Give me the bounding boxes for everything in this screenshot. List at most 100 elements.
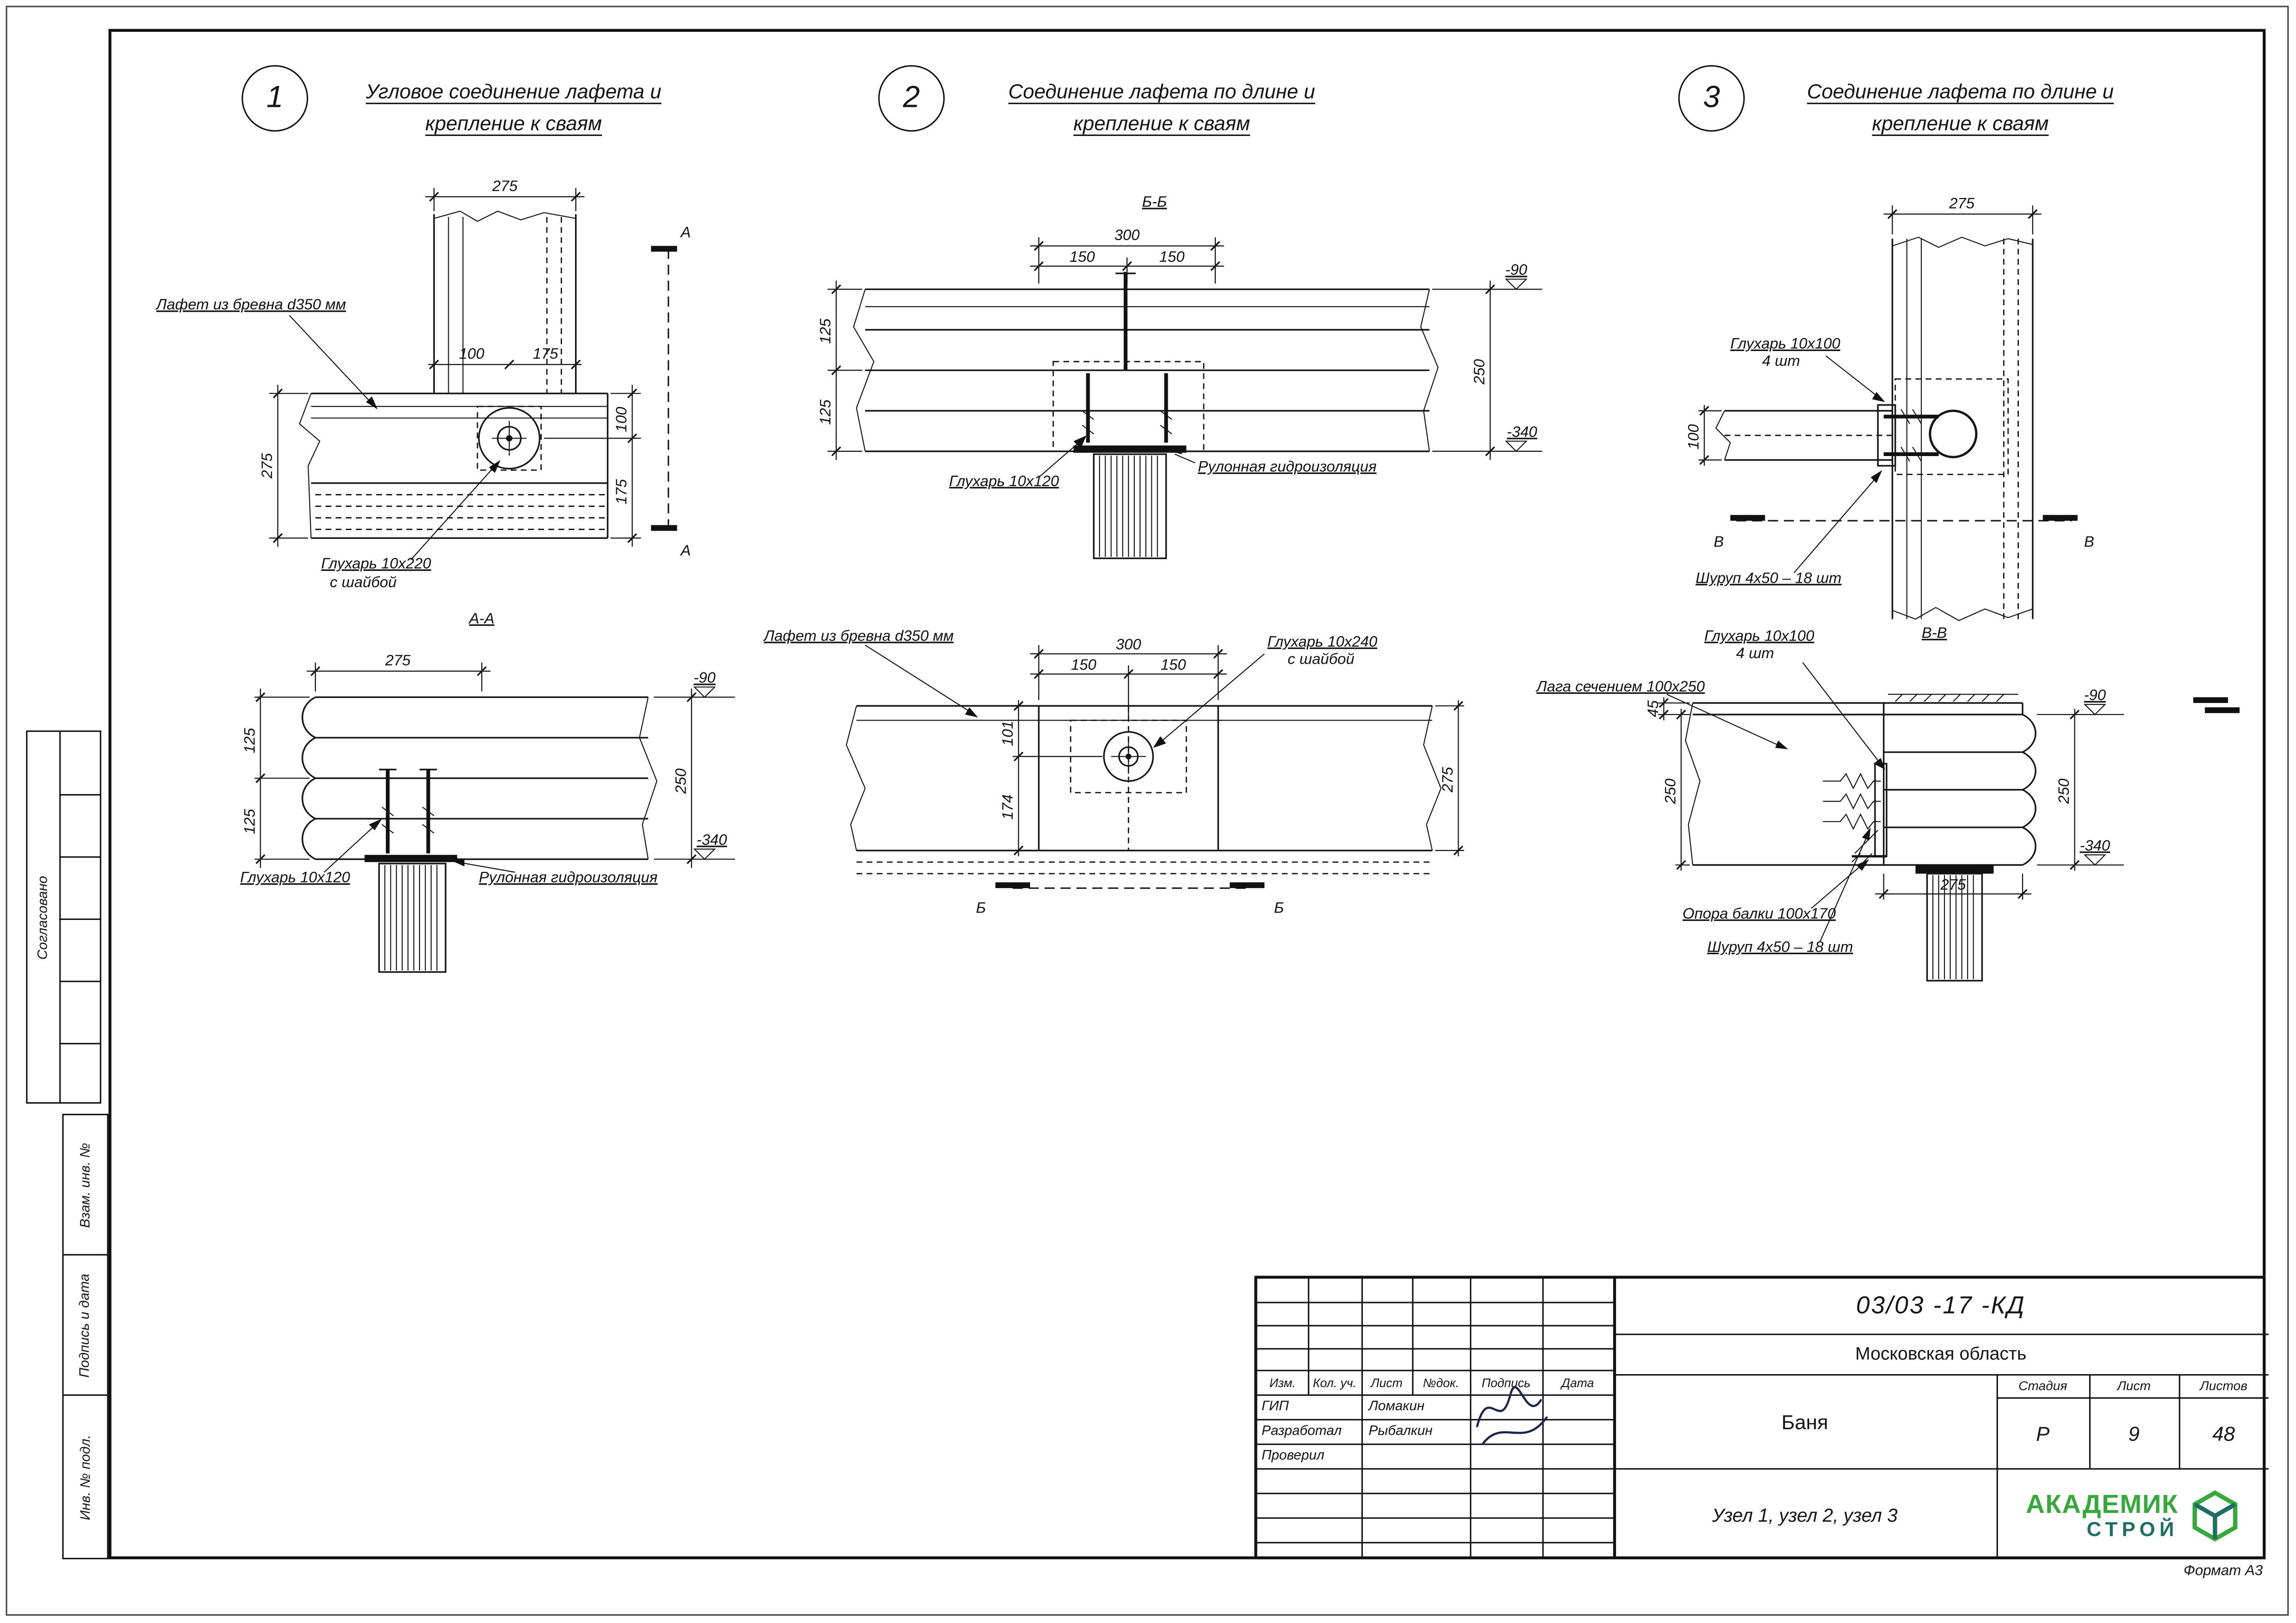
stage-value: Р (2036, 1421, 2050, 1444)
detail1-number-bubble: 1 (241, 65, 309, 132)
detail2-section-bb: Б-Б 300 150 150 125 125 -90 250 -340 (817, 193, 1542, 559)
name-checker (1364, 1444, 1470, 1468)
col-sign: Подпись (1481, 1375, 1531, 1389)
detail2-title-line2: крепление к сваям (1073, 112, 1250, 136)
section-letter: В (2084, 533, 2094, 550)
dim-label: 174 (999, 795, 1016, 820)
format-label: Формат А3 (2183, 1563, 2263, 1580)
dim-label: 275 (1940, 876, 1966, 893)
section-letter: А (680, 223, 691, 241)
detail2-title-line1: Соединение лафета по длине и (1008, 80, 1315, 103)
leader-label: Глухарь 10х100 (1730, 335, 1840, 352)
dim-label: 150 (1070, 248, 1095, 265)
approved-label-cell: Согласовано (27, 732, 59, 1102)
role-developer: Разработал (1262, 1423, 1342, 1439)
sign-date-box: Подпись и дата (62, 1254, 109, 1396)
dim-label: 125 (241, 808, 258, 834)
role-gip: ГИП (1262, 1399, 1289, 1415)
dim-label: 150 (1159, 248, 1185, 265)
leader-label: с шайбой (1287, 650, 1354, 667)
dim-label: 150 (1161, 656, 1186, 673)
leader-label: Глухарь 10х120 (949, 472, 1059, 489)
leader-label: 4 шт (1736, 644, 1774, 661)
role-checker: Проверил (1262, 1448, 1324, 1464)
level-label: -90 (1505, 261, 1527, 278)
col-list: Лист (1371, 1375, 1403, 1389)
vzam-inv-label: Взам. инв. № (77, 1142, 93, 1228)
dim-label: 100 (613, 407, 630, 432)
sheet-outer-border (6, 6, 2289, 1616)
detail3-number-bubble: 3 (1678, 65, 1745, 132)
view-title: В-В (1922, 624, 1947, 641)
company-logo: АКАДЕМИК СТРОЙ (2026, 1486, 2239, 1544)
dim-label: 45 (1644, 700, 1661, 717)
approval-stamp-table: Согласовано (26, 730, 101, 1104)
detail3-title-line2: крепление к сваям (1872, 112, 2049, 136)
dim-label: 250 (2055, 778, 2072, 804)
detail1-title-line1: Угловое соединение лафета и (365, 80, 662, 103)
leader-label: с шайбой (330, 574, 396, 591)
dim-label: 250 (1471, 359, 1488, 385)
sheet-frame (108, 29, 2266, 1560)
detail2-plan-view: 300 150 150 101 174 275 Лафет из бревна … (763, 627, 1464, 916)
dim-label: 300 (1114, 226, 1140, 243)
leader-label: Глухарь 10х240 (1268, 633, 1378, 650)
dim-label: 275 (385, 652, 411, 669)
leader-label: Лафет из бревна d350 мм (763, 627, 953, 644)
sheet-title: Узел 1, узел 2, узел 3 (1712, 1504, 1898, 1526)
object-name: Баня (1781, 1409, 1828, 1433)
dim-label: 175 (613, 479, 630, 505)
leader-label: 4 шт (1762, 352, 1800, 369)
detail1-section-aa: А-А 275 125 125 -90 250 -340 Глу (240, 610, 735, 973)
section-letter: А (680, 542, 691, 559)
level-label: -340 (2079, 837, 2110, 854)
logo-cube-icon (2192, 1489, 2237, 1541)
revision-marks (2193, 697, 2240, 713)
name-developer: Рыбалкин (1368, 1423, 1433, 1439)
detail3-title-line1: Соединение лафета по длине и (1807, 80, 2114, 103)
dim-label: 275 (1439, 766, 1456, 793)
col-date: Дата (1561, 1375, 1594, 1389)
detail1-plan-view: 275 100 175 275 100 175 А А Лафет из бре… (155, 177, 691, 591)
dim-label: 275 (258, 453, 275, 479)
dim-label: 175 (533, 345, 559, 362)
vzam-inv-box: Взам. инв. № (62, 1114, 109, 1256)
level-label: -340 (1507, 423, 1537, 440)
detail3-title: Соединение лафета по длине и крепление к… (1774, 75, 2147, 140)
signature-scribble (1476, 1386, 1548, 1445)
section-letter: В (1714, 533, 1724, 550)
company-logo-cell: АКАДЕМИК СТРОЙ (1997, 1468, 2269, 1562)
sheet-number: 9 (2128, 1421, 2140, 1444)
dim-label: 100 (459, 345, 484, 362)
leader-label: Глухарь 10х220 (321, 555, 431, 572)
sheets-total: 48 (2212, 1421, 2235, 1444)
sign-date-label: Подпись и дата (77, 1273, 93, 1377)
leader-label: Глухарь 10х120 (240, 869, 350, 886)
logo-text-top: АКАДЕМИК (2026, 1489, 2178, 1518)
level-label: -90 (693, 669, 715, 686)
leader-label: Глухарь 10х100 (1704, 627, 1814, 644)
document-number: 03/03 -17 -КД (1856, 1291, 2026, 1320)
title-block: Изм. Кол. уч. Лист №док. Подпись Дата ГИ… (1254, 1276, 2269, 1560)
detail1-number: 1 (266, 81, 284, 115)
dim-label: 275 (1949, 194, 1975, 211)
col-dok: №док. (1423, 1375, 1459, 1389)
level-label: -90 (2084, 686, 2106, 704)
detail3-number: 3 (1703, 81, 1720, 115)
level-label: -340 (697, 831, 727, 848)
region-name: Московская область (1855, 1344, 2027, 1364)
leader-label: Шуруп 4х50 – 18 шт (1696, 569, 1841, 586)
dim-label: 100 (1684, 424, 1702, 450)
dim-label: 125 (817, 318, 834, 344)
col-kol: Кол. уч. (1312, 1375, 1356, 1389)
view-title: А-А (468, 610, 495, 627)
dim-label: 125 (241, 728, 258, 753)
name-gip: Ломакин (1368, 1399, 1425, 1415)
dim-label: 250 (1661, 778, 1678, 804)
inv-podl-box: Инв. № подл. (62, 1394, 109, 1560)
dim-label: 275 (492, 177, 518, 194)
sheets-header: Листов (2200, 1378, 2247, 1393)
